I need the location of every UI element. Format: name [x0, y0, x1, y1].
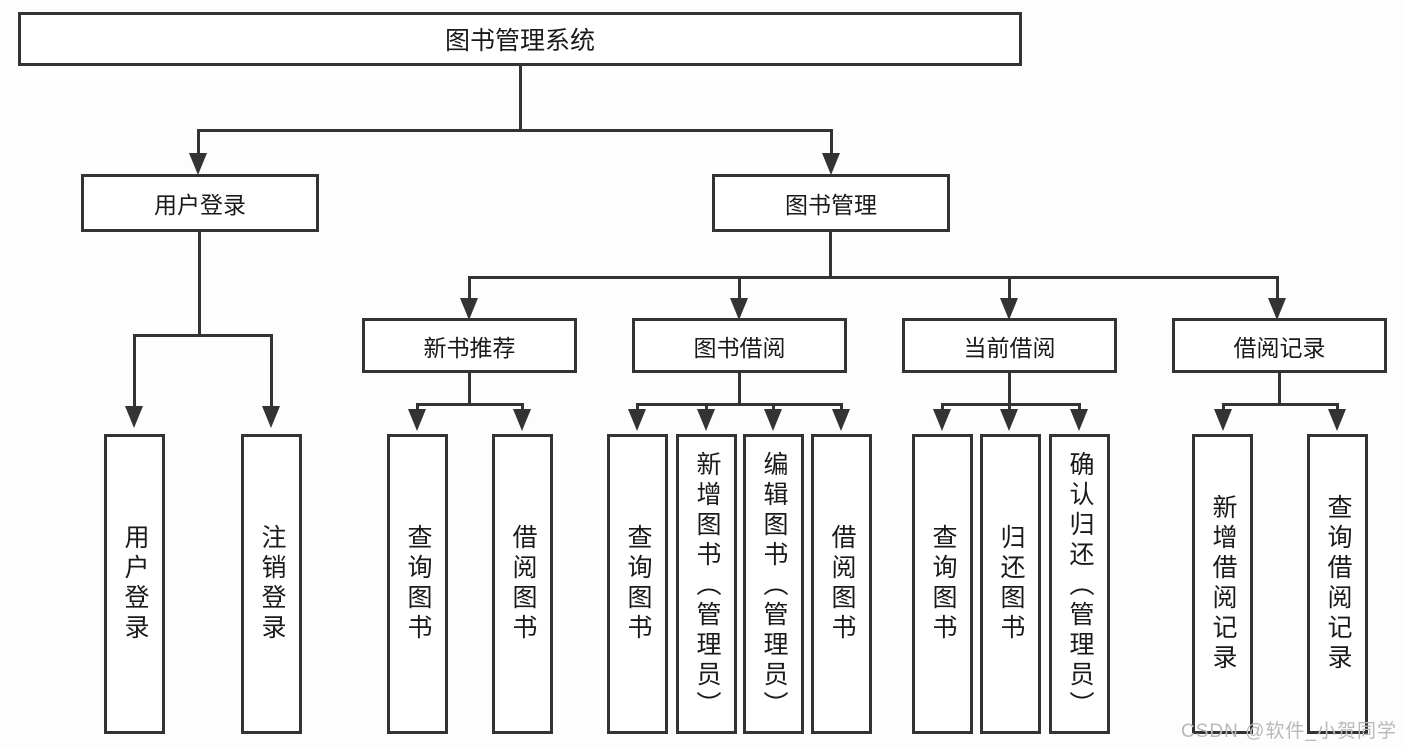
- connector-cb-drop-1: [941, 403, 944, 413]
- node-label: 归还图书: [997, 524, 1025, 644]
- arrowhead-leaf-add-book-admin: [697, 409, 715, 431]
- node-current-borrow[interactable]: 当前借阅: [902, 318, 1117, 373]
- node-label: 新书推荐: [423, 334, 516, 361]
- arrowhead-leaf-user-login: [125, 406, 143, 428]
- connector-cb-stem: [1008, 373, 1011, 405]
- node-leaf-logout-login[interactable]: 注销登录: [241, 434, 302, 734]
- arrowhead-book-borrow: [730, 298, 748, 320]
- node-leaf-return-book[interactable]: 归还图书: [980, 434, 1041, 734]
- connector-book-management-bus: [468, 276, 1278, 279]
- connector-nbr-bus: [416, 403, 524, 406]
- node-leaf-edit-book-admin[interactable]: 编辑图书（管理员）: [743, 434, 804, 734]
- node-label: 用户登录: [121, 524, 149, 644]
- node-root-system[interactable]: 图书管理系统: [18, 12, 1022, 66]
- arrowhead-book-management: [822, 153, 840, 175]
- node-label: 查询图书: [929, 524, 957, 644]
- node-leaf-user-login[interactable]: 用户登录: [104, 434, 165, 734]
- connector-nbr-drop-2: [521, 403, 524, 413]
- node-leaf-borrow-book-1[interactable]: 借阅图书: [492, 434, 553, 734]
- arrowhead-leaf-query-book-2: [628, 409, 646, 431]
- node-leaf-query-book-1[interactable]: 查询图书: [387, 434, 448, 734]
- connector-user-login-drop-2: [270, 334, 273, 410]
- connector-root-bus: [197, 129, 833, 132]
- arrowhead-new-book-recommend: [460, 298, 478, 320]
- node-leaf-borrow-book-2[interactable]: 借阅图书: [811, 434, 872, 734]
- arrowhead-leaf-return-book: [1000, 409, 1018, 431]
- connector-br-bus: [1222, 403, 1339, 406]
- arrowhead-leaf-query-book-1: [408, 409, 426, 431]
- connector-bb-drop-4: [840, 403, 843, 413]
- arrowhead-borrow-record: [1268, 298, 1286, 320]
- node-leaf-query-book-2[interactable]: 查询图书: [607, 434, 668, 734]
- node-label: 图书管理系统: [444, 27, 595, 55]
- arrowhead-leaf-query-borrow-record: [1328, 409, 1346, 431]
- node-leaf-query-borrow-record[interactable]: 查询借阅记录: [1307, 434, 1368, 734]
- node-label: 查询图书: [624, 524, 652, 644]
- node-label: 编辑图书（管理员）: [760, 451, 788, 721]
- node-label: 确认归还（管理员）: [1066, 451, 1094, 721]
- node-label: 借阅图书: [509, 524, 537, 644]
- node-label: 用户登录: [154, 192, 246, 218]
- connector-root-to-user-login: [197, 129, 200, 157]
- node-leaf-confirm-return-admin[interactable]: 确认归还（管理员）: [1049, 434, 1110, 734]
- connector-nbr-stem: [468, 373, 471, 405]
- arrowhead-current-borrow: [1000, 298, 1018, 320]
- node-user-login[interactable]: 用户登录: [81, 174, 319, 232]
- connector-bb-drop-2: [705, 403, 708, 413]
- connector-book-management-stem: [829, 232, 832, 278]
- node-leaf-query-book-3[interactable]: 查询图书: [912, 434, 973, 734]
- node-label: 图书借阅: [693, 334, 786, 361]
- node-label: 当前借阅: [963, 334, 1056, 361]
- arrowhead-user-login: [189, 153, 207, 175]
- connector-br-drop-2: [1336, 403, 1339, 413]
- connector-user-login-bus: [133, 334, 273, 337]
- node-label: 新增借阅记录: [1209, 494, 1237, 674]
- node-book-borrow[interactable]: 图书借阅: [632, 318, 847, 373]
- node-label: 图书管理: [785, 192, 877, 218]
- connector-bb-bus: [636, 403, 843, 406]
- arrowhead-leaf-add-borrow-record: [1214, 409, 1232, 431]
- connector-user-login-drop-1: [133, 334, 136, 410]
- connector-bm-drop-4: [1276, 276, 1279, 302]
- node-label: 新增图书（管理员）: [693, 451, 721, 721]
- node-label: 查询借阅记录: [1324, 494, 1352, 674]
- connector-cb-drop-2: [1008, 403, 1011, 413]
- connector-root-stem: [519, 66, 522, 131]
- connector-bb-stem: [738, 373, 741, 405]
- node-leaf-add-book-admin[interactable]: 新增图书（管理员）: [676, 434, 737, 734]
- connector-nbr-drop-1: [416, 403, 419, 413]
- connector-cb-drop-3: [1078, 403, 1081, 413]
- node-borrow-record[interactable]: 借阅记录: [1172, 318, 1387, 373]
- connector-cb-bus: [941, 403, 1081, 406]
- node-new-book-recommend[interactable]: 新书推荐: [362, 318, 577, 373]
- arrowhead-leaf-borrow-book-2: [832, 409, 850, 431]
- connector-bm-drop-3: [1008, 276, 1011, 302]
- connector-bm-drop-2: [738, 276, 741, 302]
- node-book-management[interactable]: 图书管理: [712, 174, 950, 232]
- node-label: 借阅图书: [828, 524, 856, 644]
- connector-user-login-stem: [198, 232, 201, 336]
- arrowhead-leaf-confirm-return-admin: [1070, 409, 1088, 431]
- node-label: 借阅记录: [1233, 334, 1326, 361]
- connector-br-stem: [1278, 373, 1281, 405]
- arrowhead-leaf-edit-book-admin: [764, 409, 782, 431]
- connector-bb-drop-3: [772, 403, 775, 413]
- arrowhead-leaf-query-book-3: [933, 409, 951, 431]
- connector-br-drop-1: [1222, 403, 1225, 413]
- node-label: 查询图书: [404, 524, 432, 644]
- connector-bb-drop-1: [636, 403, 639, 413]
- arrowhead-leaf-logout-login: [262, 406, 280, 428]
- node-leaf-add-borrow-record[interactable]: 新增借阅记录: [1192, 434, 1253, 734]
- connector-root-to-book-management: [830, 129, 833, 157]
- node-label: 注销登录: [258, 524, 286, 644]
- arrowhead-leaf-borrow-book-1: [513, 409, 531, 431]
- connector-bm-drop-1: [468, 276, 471, 302]
